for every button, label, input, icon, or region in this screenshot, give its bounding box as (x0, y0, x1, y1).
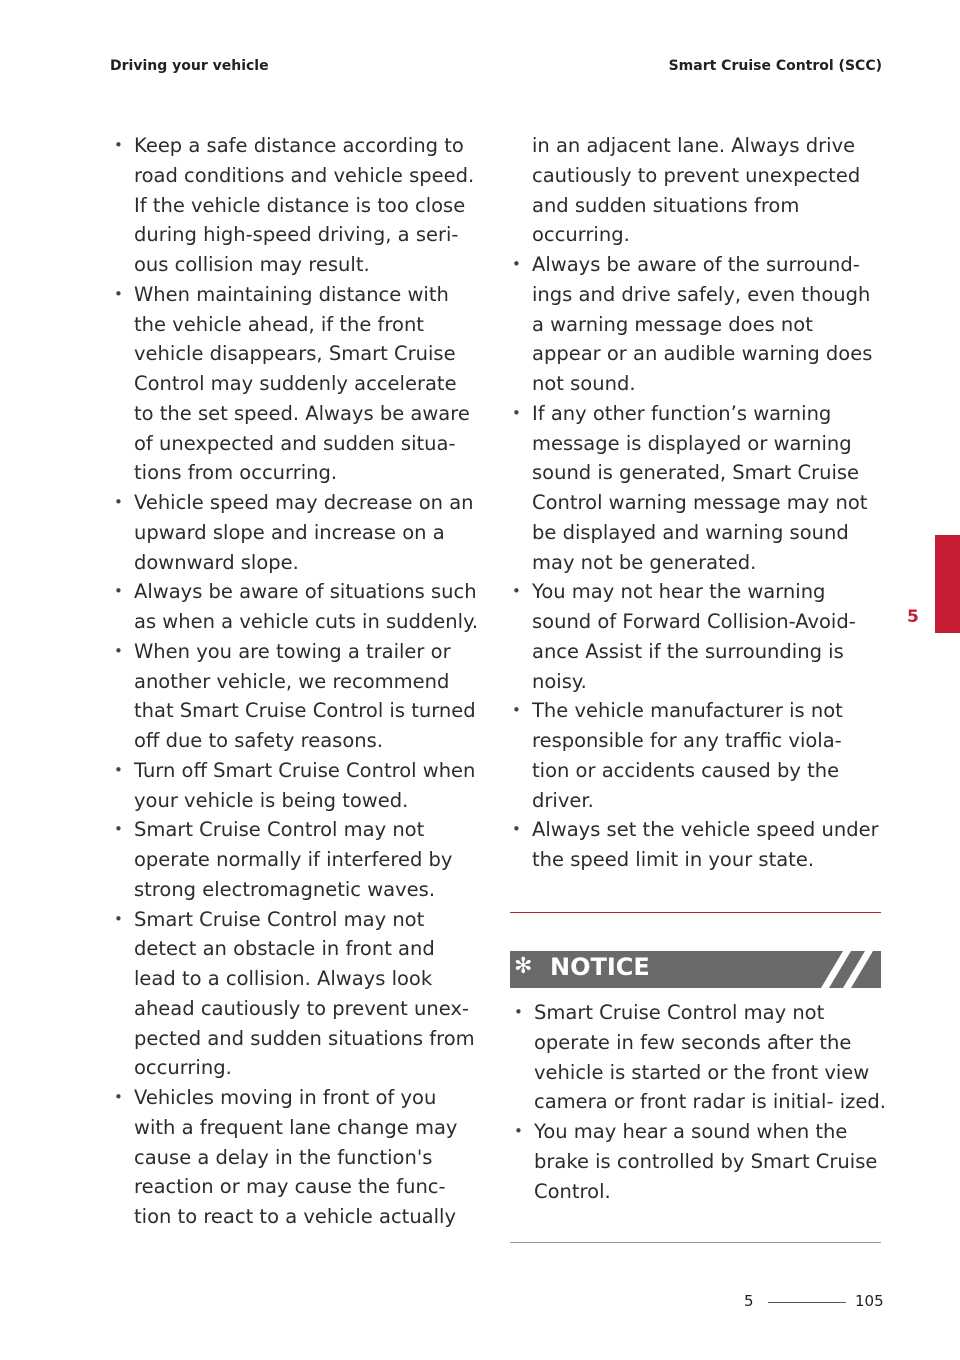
list-item: Always set the vehicle speed under the s… (508, 815, 884, 875)
list-item: Keep a safe distance according to road c… (110, 131, 480, 280)
list-item: The vehicle manufacturer is not responsi… (508, 696, 884, 815)
list-item: Smart Cruise Control may not detect an o… (110, 905, 480, 1084)
list-item: Smart Cruise Control may not operate nor… (110, 815, 480, 904)
notice-title: NOTICE (550, 953, 650, 981)
list-item: When you are towing a trailer or another… (110, 637, 480, 756)
footer-rule (768, 1302, 846, 1303)
list-item: You may not hear the warning sound of Fo… (508, 577, 884, 696)
warning-list-left: Keep a safe distance according to road c… (110, 131, 480, 1232)
notice-asterisk-icon: ✻ (514, 954, 533, 979)
continued-text: in an adjacent lane. Always drive cautio… (532, 134, 861, 247)
running-header-right: Smart Cruise Control (SCC) (668, 58, 882, 74)
diagonal-stripes-icon (821, 951, 873, 988)
warning-list-right: Always be aware of the surround- ings an… (508, 250, 884, 875)
notice-heading-bar: ✻ NOTICE (510, 951, 881, 988)
list-item: Turn off Smart Cruise Control when your … (110, 756, 480, 816)
right-column: in an adjacent lane. Always drive cautio… (508, 131, 884, 875)
list-item: Vehicle speed may decrease on an upward … (110, 488, 480, 577)
notice-item: Smart Cruise Control may not operate in … (510, 998, 886, 1117)
chapter-tab-number: 5 (907, 607, 919, 627)
list-item: Always be aware of situations such as wh… (110, 577, 480, 637)
notice-list: Smart Cruise Control may not operate in … (510, 998, 886, 1206)
notice-end-divider (510, 1242, 881, 1243)
left-column: Keep a safe distance according to road c… (110, 131, 480, 1232)
list-item: When maintaining distance with the vehic… (110, 280, 480, 488)
notice-item: You may hear a sound when the brake is c… (510, 1117, 886, 1206)
list-item: Always be aware of the surround- ings an… (508, 250, 884, 399)
running-header-left: Driving your vehicle (110, 58, 269, 74)
section-divider (510, 912, 881, 913)
footer-chapter: 5 (744, 1292, 754, 1310)
list-item: If any other function’s warning message … (508, 399, 884, 578)
chapter-tab (935, 535, 960, 633)
page-number: 105 (855, 1292, 884, 1310)
list-item: Vehicles moving in front of you with a f… (110, 1083, 480, 1232)
